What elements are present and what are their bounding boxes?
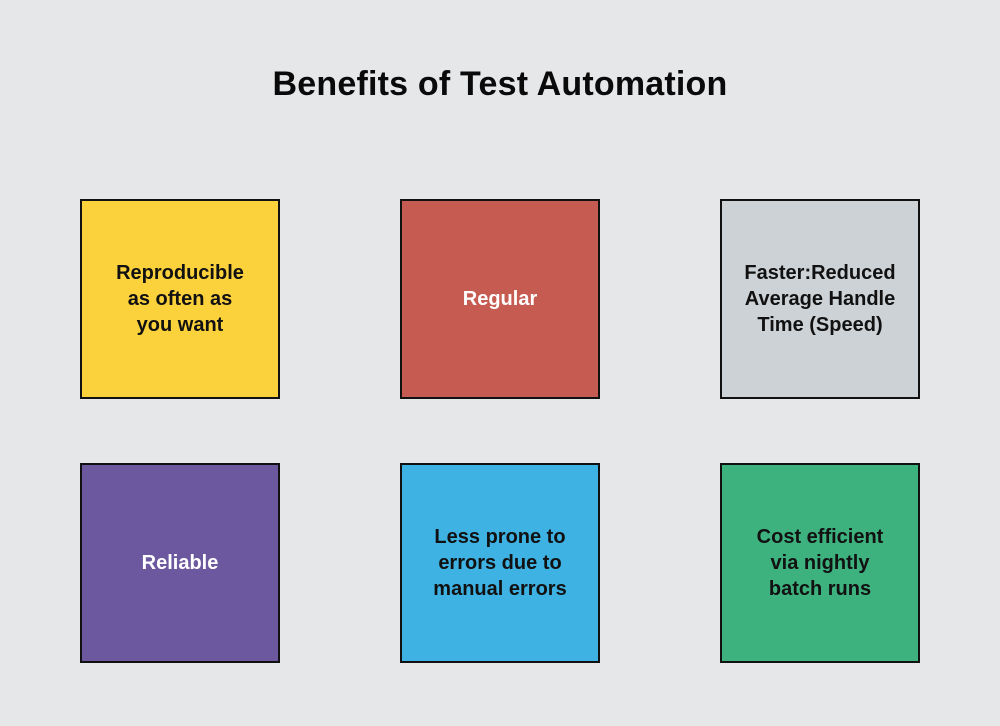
benefit-card-label: Less prone to errors due to manual error…: [433, 526, 567, 600]
benefit-card-faster-reduced-average-handle-time[interactable]: Faster:Reduced Average Handle Time (Spee…: [720, 199, 920, 399]
page-title: Benefits of Test Automation: [272, 65, 728, 103]
benefit-card-cost-efficient[interactable]: Cost efficient via nightly batch runs: [720, 463, 920, 663]
benefit-card-grid: Reproducible as often as you want Regula…: [80, 199, 920, 663]
benefit-card-less-prone-to-errors[interactable]: Less prone to errors due to manual error…: [400, 463, 600, 663]
benefit-card-regular[interactable]: Regular: [400, 199, 600, 399]
benefit-card-reproducible[interactable]: Reproducible as often as you want: [80, 199, 280, 399]
benefit-card-label: Faster:Reduced Average Handle Time (Spee…: [744, 262, 896, 336]
benefit-card-label: Reproducible as often as you want: [116, 262, 244, 336]
benefit-card-label: Cost efficient via nightly batch runs: [756, 526, 884, 600]
benefit-card-reliable[interactable]: Reliable: [80, 463, 280, 663]
benefit-card-label: Regular: [462, 288, 538, 310]
benefit-card-label: Reliable: [141, 552, 219, 574]
